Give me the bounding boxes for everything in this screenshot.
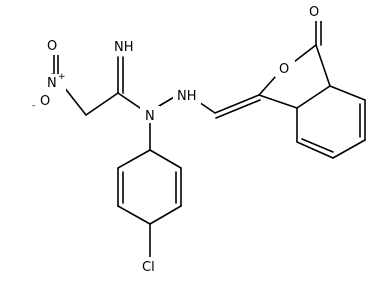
bond-ar1: [149, 149, 182, 169]
nitro-plus-charge: +: [58, 72, 66, 82]
nitro-minus-charge: -: [32, 101, 35, 111]
nitro-o-label: O: [47, 39, 57, 54]
ring-o-label: O: [279, 62, 289, 77]
hydrazide-n-label: N: [145, 109, 155, 124]
bond-ch-c-double: [215, 99, 261, 119]
chlorine-label: Cl: [142, 260, 155, 275]
bond-ch-c: [214, 94, 260, 114]
bond-benz1: [329, 85, 366, 101]
carbonyl-o-label: O: [309, 5, 319, 20]
bond-benz3: [332, 139, 366, 159]
atom-labels: NH N + O O - N NH O O Cl: [32, 3, 325, 277]
nitro-n-label: N: [47, 76, 57, 91]
bond-benz4: [296, 141, 334, 159]
imine-nh-label: NH: [114, 40, 134, 55]
nitro-o-minus-label: O: [40, 94, 50, 109]
bond-ar6: [117, 149, 151, 169]
hydrazide-nh-label: NH: [177, 89, 197, 104]
bond-c-ar: [258, 94, 298, 109]
bond-ar4: [117, 205, 151, 225]
bond-c-n: [117, 92, 144, 111]
bond-c-ringo: [258, 75, 277, 96]
bond-n-ch2: [63, 86, 87, 116]
bond-benz4-inner: [301, 138, 334, 153]
bond-ch2-c: [85, 92, 119, 116]
bond-ar3: [149, 205, 182, 225]
bond-lines: [51, 19, 366, 258]
bond-fused: [296, 85, 331, 109]
bond-co-ar: [315, 44, 331, 87]
